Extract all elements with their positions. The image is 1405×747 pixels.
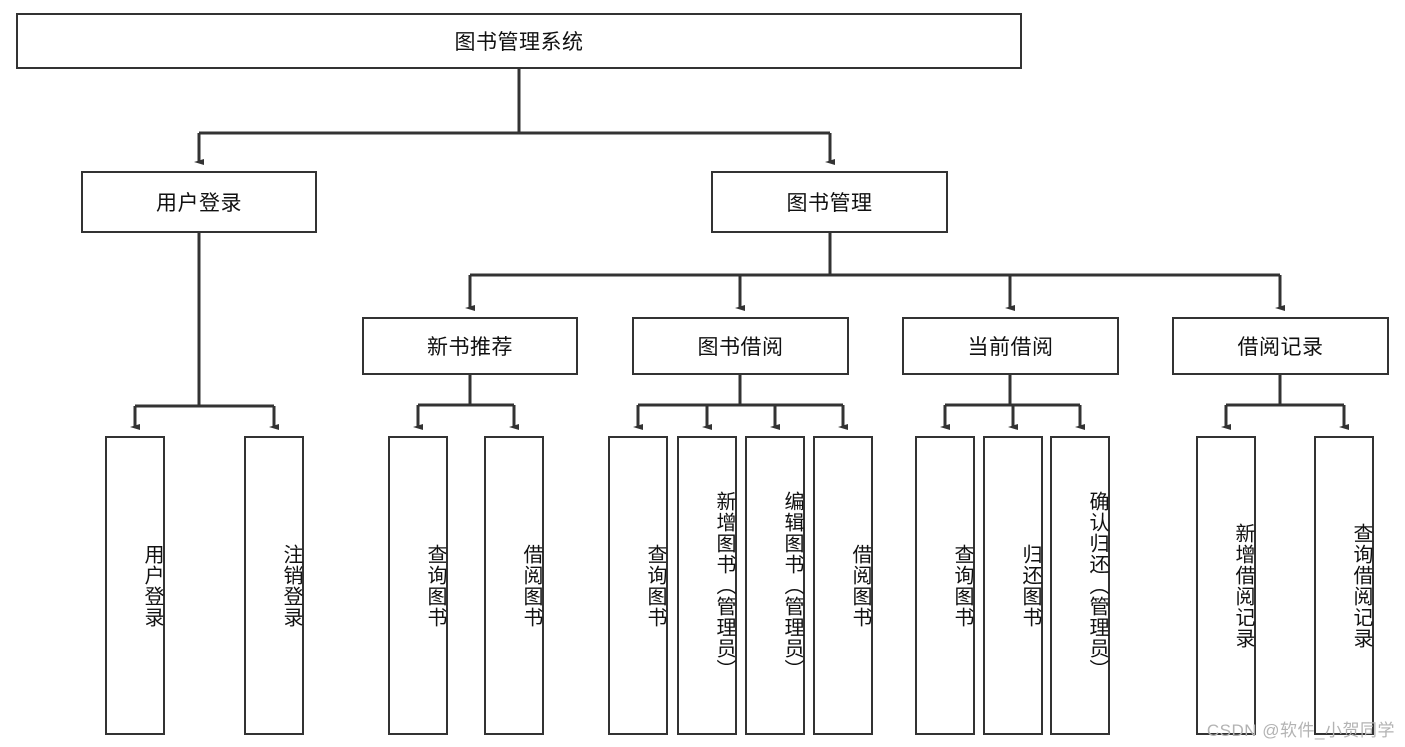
- leaf-lend-book[interactable]: 借阅图书: [813, 436, 873, 735]
- node-label: 查询借阅记录: [1350, 522, 1372, 649]
- leaf-query-borrow-record[interactable]: 查询借阅记录: [1314, 436, 1374, 735]
- leaf-edit-book-admin[interactable]: 编辑图书（管理员）: [745, 436, 805, 735]
- node-label: 借阅记录: [1237, 336, 1324, 359]
- node-label: 编辑图书（管理员）: [781, 491, 803, 680]
- node-label: 借阅图书: [849, 543, 871, 628]
- leaf-confirm-return-admin[interactable]: 确认归还（管理员）: [1050, 436, 1110, 735]
- node-new-book-recommend[interactable]: 新书推荐: [362, 317, 578, 375]
- leaf-borrow-book-recommend[interactable]: 借阅图书: [484, 436, 544, 735]
- leaf-query-book-recommend[interactable]: 查询图书: [388, 436, 448, 735]
- node-label: 新增图书（管理员）: [713, 491, 735, 680]
- leaf-user-logout[interactable]: 注销登录: [244, 436, 304, 735]
- node-label: 查询图书: [644, 543, 666, 628]
- node-label: 归还图书: [1019, 543, 1041, 628]
- node-label: 图书管理: [786, 192, 873, 215]
- node-user-login[interactable]: 用户登录: [81, 171, 317, 233]
- node-label: 图书管理系统: [454, 31, 584, 54]
- node-label: 用户登录: [141, 543, 163, 628]
- node-book-borrow[interactable]: 图书借阅: [632, 317, 849, 375]
- node-borrow-record[interactable]: 借阅记录: [1172, 317, 1389, 375]
- node-label: 确认归还（管理员）: [1086, 491, 1108, 680]
- node-book-management[interactable]: 图书管理: [711, 171, 948, 233]
- node-label: 用户登录: [156, 192, 242, 215]
- leaf-user-login[interactable]: 用户登录: [105, 436, 165, 735]
- node-label: 注销登录: [280, 543, 302, 628]
- watermark-text: CSDN @软件_小贺同学: [1206, 721, 1395, 740]
- leaf-return-book[interactable]: 归还图书: [983, 436, 1043, 735]
- node-label: 查询图书: [424, 543, 446, 628]
- node-label: 借阅图书: [520, 543, 542, 628]
- node-label: 新增借阅记录: [1232, 522, 1254, 649]
- node-label: 当前借阅: [967, 336, 1054, 359]
- node-root-library-system[interactable]: 图书管理系统: [16, 13, 1022, 69]
- leaf-add-book-admin[interactable]: 新增图书（管理员）: [677, 436, 737, 735]
- leaf-query-book-current[interactable]: 查询图书: [915, 436, 975, 735]
- node-label: 新书推荐: [427, 336, 513, 359]
- leaf-query-book-borrow[interactable]: 查询图书: [608, 436, 668, 735]
- node-label: 图书借阅: [697, 336, 784, 359]
- leaf-add-borrow-record[interactable]: 新增借阅记录: [1196, 436, 1256, 735]
- node-current-borrow[interactable]: 当前借阅: [902, 317, 1119, 375]
- node-label: 查询图书: [951, 543, 973, 628]
